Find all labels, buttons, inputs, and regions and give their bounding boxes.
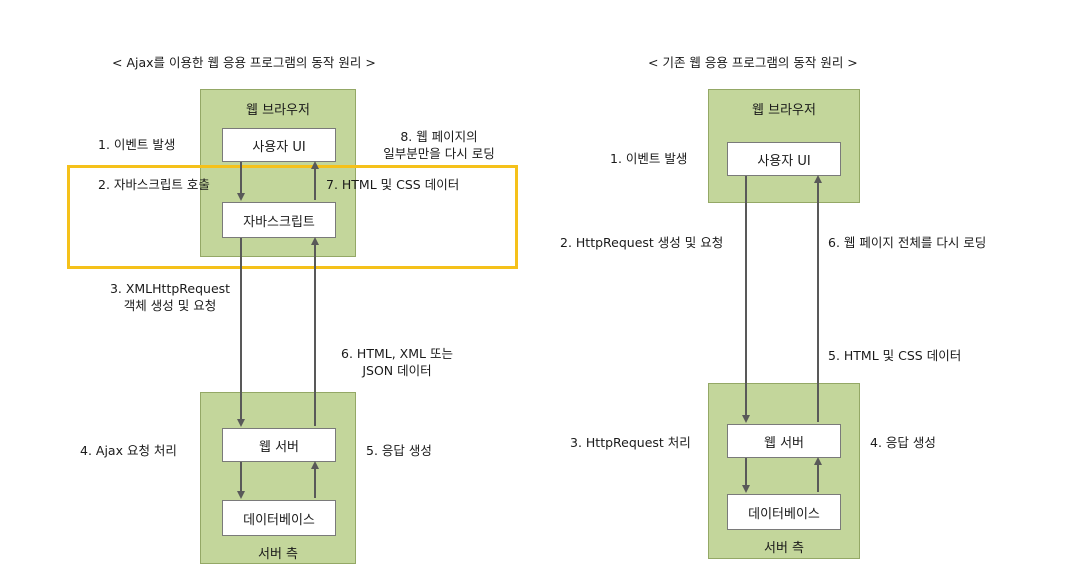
left-step-3: 3. XMLHttpRequest 객체 생성 및 요청 (100, 280, 240, 314)
right-user-ui-box: 사용자 UI (727, 142, 841, 176)
left-step-8-line2: 일부분만을 다시 로딩 (383, 146, 495, 161)
left-browser-label: 웹 브라우저 (246, 103, 310, 118)
left-server-panel: 웹 서버 데이터베이스 서버 측 (200, 392, 356, 564)
left-step-2: 2. 자바스크립트 호출 (98, 177, 210, 192)
right-browser-panel: 웹 브라우저 사용자 UI (708, 89, 860, 203)
left-step-8: 8. 웹 페이지의 일부분만을 다시 로딩 (360, 128, 518, 162)
right-diagram-title: < 기존 웹 응용 프로그램의 동작 원리 > (648, 55, 858, 70)
left-step-3-line2: 객체 생성 및 요청 (123, 298, 217, 313)
left-step-6: 6. HTML, XML 또는 JSON 데이터 (322, 345, 472, 379)
right-step-4: 4. 응답 생성 (870, 435, 936, 450)
right-step-5: 5. HTML 및 CSS 데이터 (828, 348, 962, 363)
left-diagram-title: < Ajax를 이용한 웹 응용 프로그램의 동작 원리 > (112, 55, 376, 70)
right-database-box: 데이터베이스 (727, 494, 841, 530)
left-step-1: 1. 이벤트 발생 (98, 137, 176, 152)
left-server-label: 서버 측 (257, 547, 298, 562)
left-database-box: 데이터베이스 (222, 500, 336, 536)
right-browser-label: 웹 브라우저 (752, 103, 816, 118)
left-javascript-box: 자바스크립트 (222, 202, 336, 238)
left-step-6-line2: JSON 데이터 (362, 363, 432, 378)
highlight-frame (67, 165, 518, 269)
right-step-2: 2. HttpRequest 생성 및 요청 (560, 235, 724, 250)
left-step-3-line1: 3. XMLHttpRequest (109, 281, 231, 296)
left-step-6-line1: 6. HTML, XML 또는 (341, 346, 453, 361)
left-step-4: 4. Ajax 요청 처리 (80, 443, 177, 458)
left-browser-panel: 웹 브라우저 사용자 UI 자바스크립트 (200, 89, 356, 257)
left-step-7: 7. HTML 및 CSS 데이터 (326, 177, 460, 192)
right-step-3: 3. HttpRequest 처리 (570, 435, 691, 450)
right-server-label: 서버 측 (763, 541, 804, 556)
left-web-server-box: 웹 서버 (222, 428, 336, 462)
right-step-1: 1. 이벤트 발생 (610, 151, 688, 166)
right-server-panel: 웹 서버 데이터베이스 서버 측 (708, 383, 860, 559)
right-step-6: 6. 웹 페이지 전체를 다시 로딩 (828, 235, 987, 250)
left-step-8-line1: 8. 웹 페이지의 (400, 129, 478, 144)
right-web-server-box: 웹 서버 (727, 424, 841, 458)
left-user-ui-box: 사용자 UI (222, 128, 336, 162)
left-step-5: 5. 응답 생성 (366, 443, 432, 458)
